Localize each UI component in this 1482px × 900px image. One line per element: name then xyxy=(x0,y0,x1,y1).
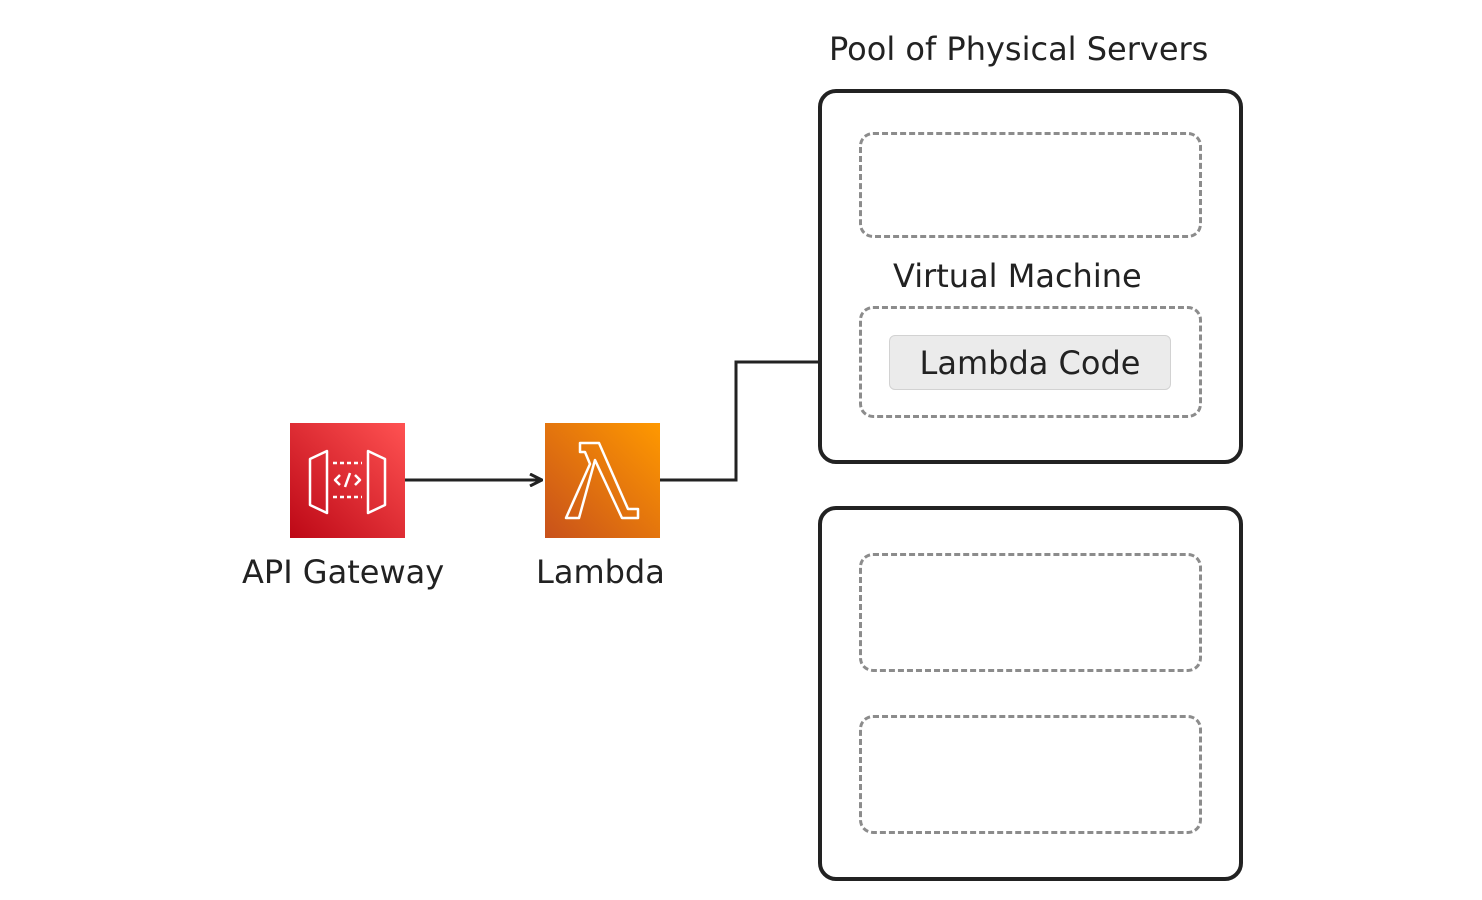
api-gateway-icon xyxy=(290,423,405,538)
virtual-machine-slot xyxy=(859,553,1202,672)
api-gateway-label: API Gateway xyxy=(242,553,445,591)
physical-server xyxy=(818,89,1243,464)
virtual-machine-slot xyxy=(859,132,1202,238)
lambda-code-box: Lambda Code xyxy=(889,335,1171,390)
pool-title: Pool of Physical Servers xyxy=(829,30,1209,68)
physical-server xyxy=(818,506,1243,881)
lambda-label: Lambda xyxy=(536,553,665,591)
virtual-machine xyxy=(859,306,1202,418)
virtual-machine-label: Virtual Machine xyxy=(893,257,1142,295)
virtual-machine-slot xyxy=(859,715,1202,834)
lambda-icon xyxy=(545,423,660,538)
arrow-lambda-to-vm xyxy=(660,362,853,482)
